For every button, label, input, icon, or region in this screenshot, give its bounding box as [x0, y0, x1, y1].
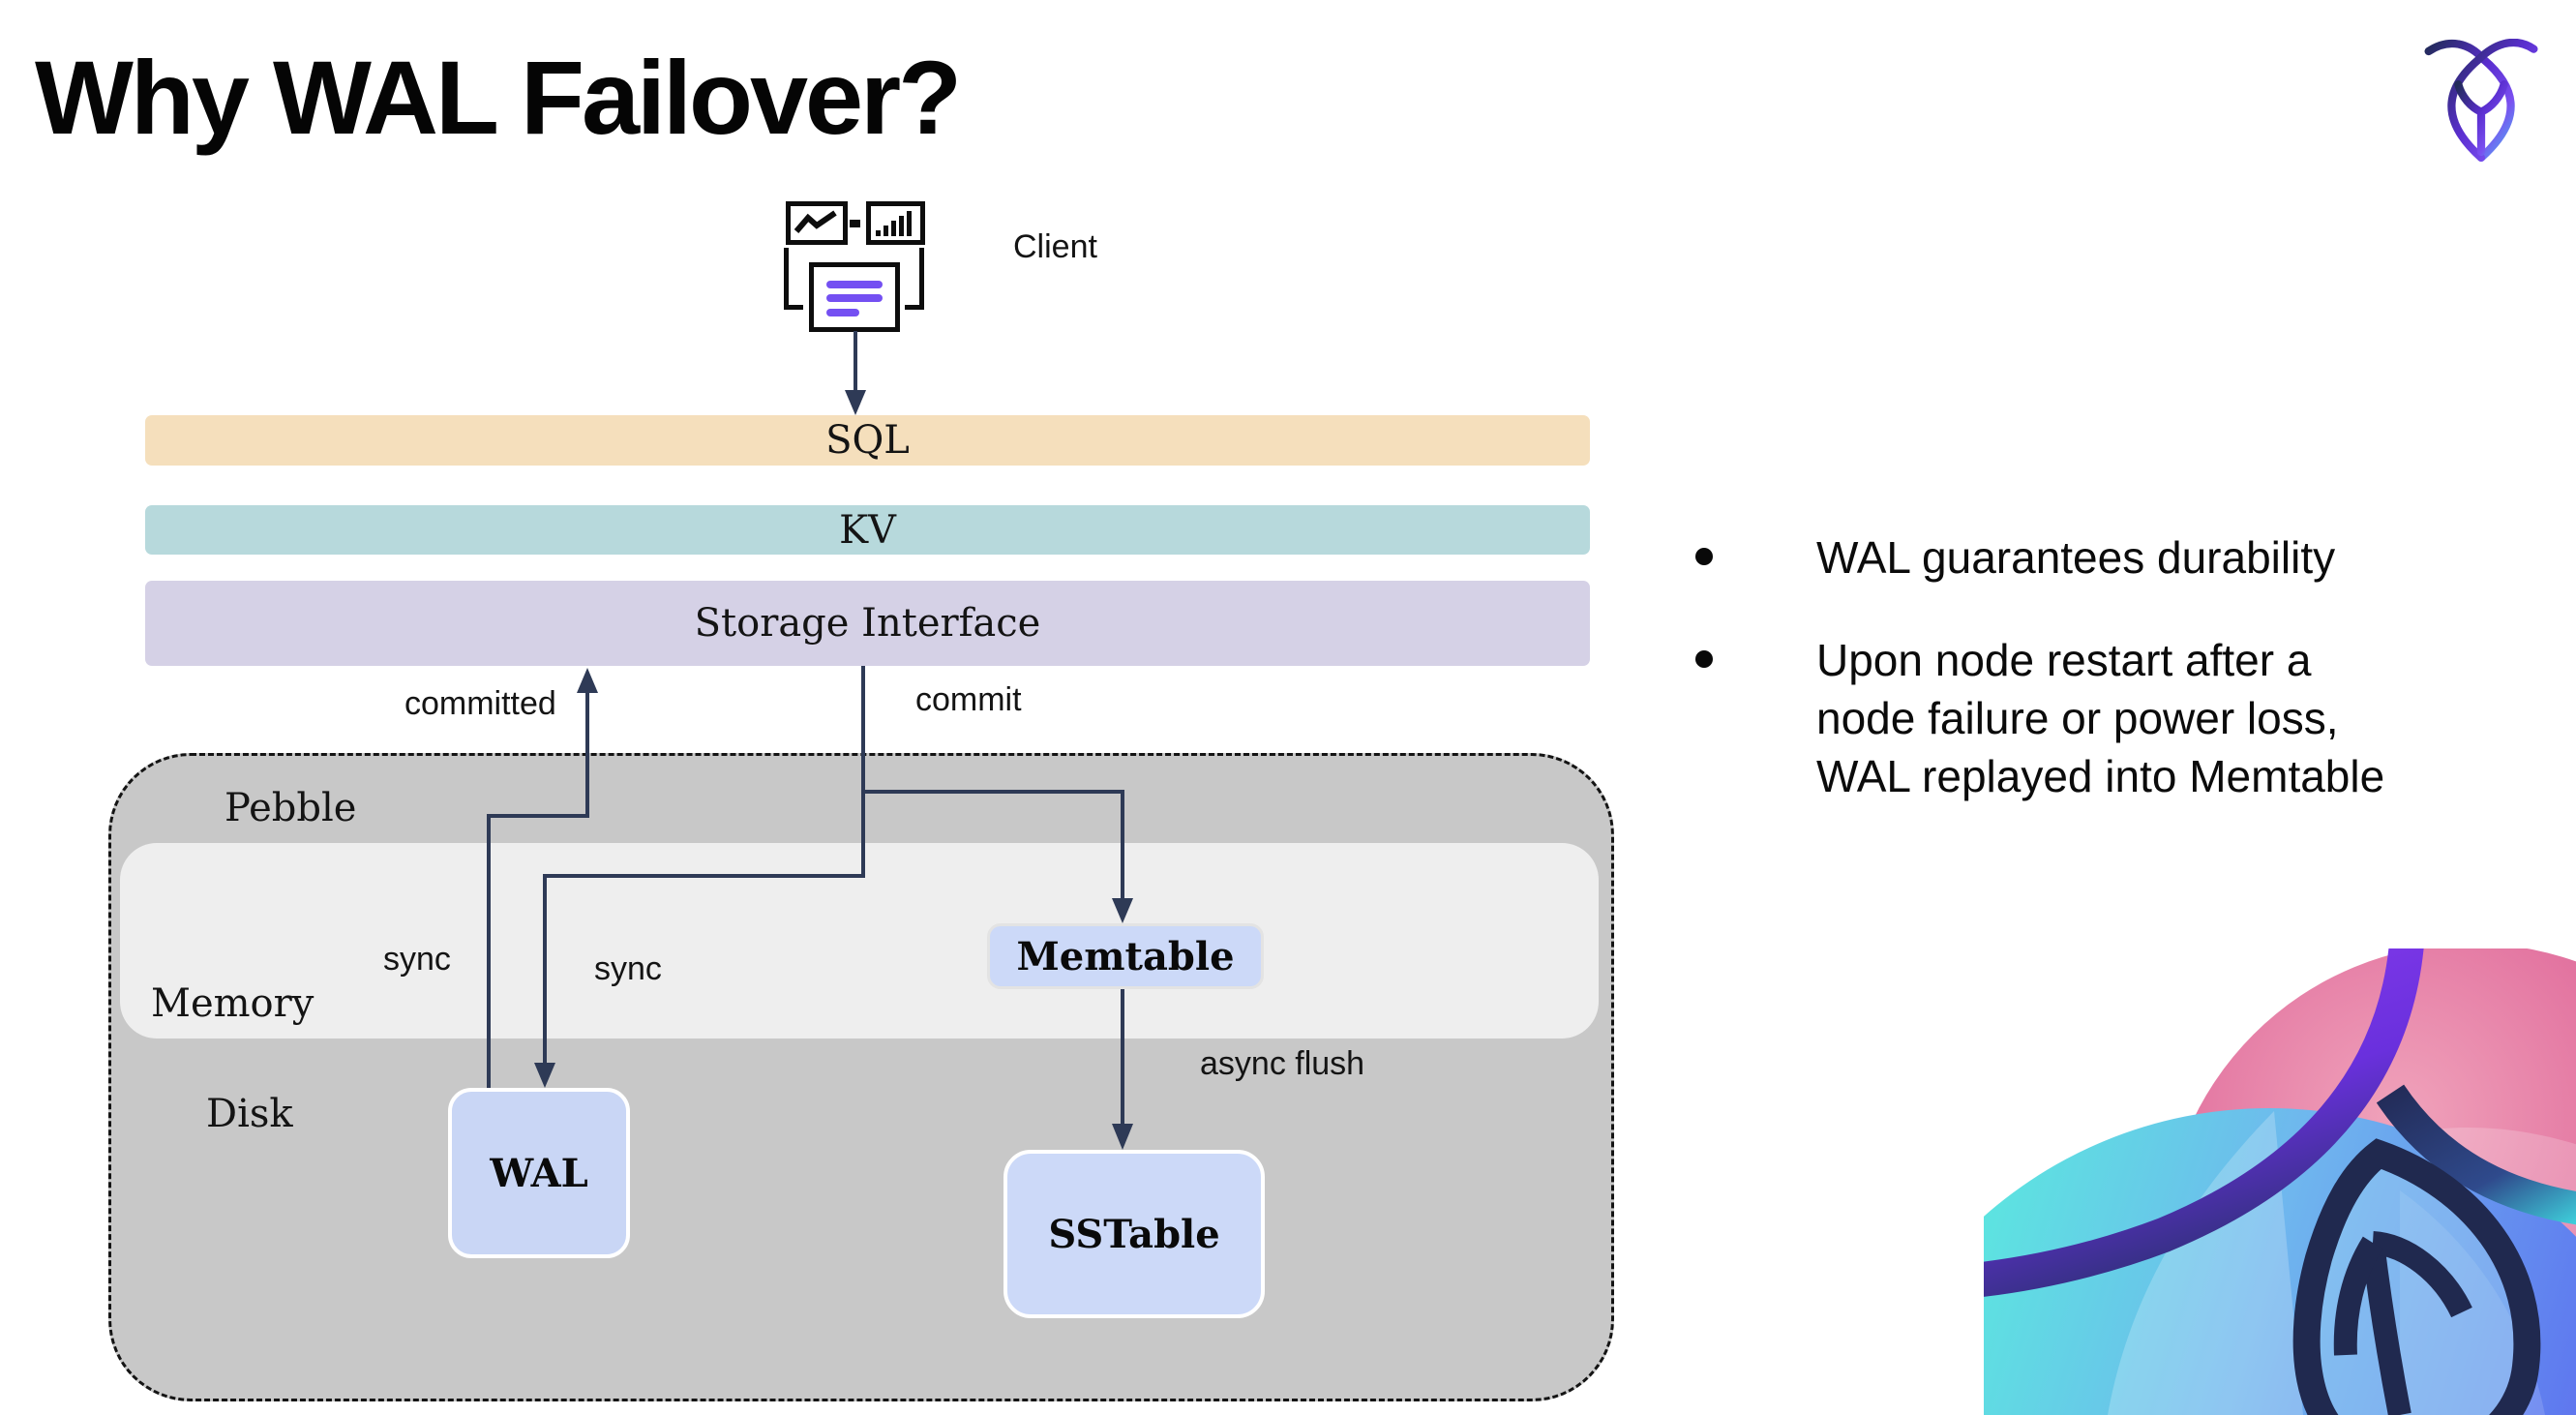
committed-label: committed [404, 685, 556, 722]
memory-zone-label: Memory [151, 981, 315, 1026]
bullet-line: node failure or power loss, [1816, 693, 2339, 743]
commit-label: commit [915, 681, 1022, 718]
monitor-bracket-right-icon [905, 248, 924, 310]
cockroachdb-logo-icon [2424, 39, 2538, 163]
page-title: Why WAL Failover? [35, 39, 962, 156]
list-item: WAL guarantees durability [1695, 528, 2566, 587]
document-text-line [826, 294, 883, 302]
disk-zone-label: Disk [206, 1092, 293, 1136]
sync-right-label: sync [594, 950, 662, 987]
document-icon [809, 262, 900, 332]
layer-sql: SQL [145, 415, 1590, 466]
bar-chart-icon [866, 201, 925, 245]
sync-left-label: sync [383, 941, 451, 978]
pebble-label: Pebble [225, 786, 357, 830]
layer-storage-interface: Storage Interface [145, 581, 1590, 666]
memtable-box: Memtable [987, 923, 1264, 989]
bullet-dot-icon [1695, 548, 1713, 565]
layer-kv: KV [145, 505, 1590, 555]
bullet-dot-icon [1695, 650, 1713, 668]
dash-icon [850, 220, 860, 227]
bullet-text: Upon node restart after a node failure o… [1816, 631, 2384, 805]
client-label: Client [1013, 228, 1097, 265]
wal-box: WAL [448, 1088, 630, 1258]
async-flush-label: async flush [1200, 1045, 1365, 1082]
sstable-box: SSTable [1003, 1150, 1265, 1318]
memory-band [120, 843, 1599, 1039]
monitor-bracket-left-icon [784, 248, 803, 310]
bullet-text: WAL guarantees durability [1816, 528, 2335, 587]
bullet-line: WAL replayed into Memtable [1816, 751, 2385, 801]
brand-illustration [1984, 948, 2576, 1415]
bullet-line: Upon node restart after a [1816, 635, 2312, 685]
list-item: Upon node restart after a node failure o… [1695, 631, 2566, 805]
bullet-list: WAL guarantees durability Upon node rest… [1695, 528, 2566, 850]
line-chart-icon [786, 201, 848, 245]
document-text-line [826, 309, 859, 316]
bullet-line: WAL guarantees durability [1816, 532, 2336, 583]
document-text-line [826, 281, 883, 288]
